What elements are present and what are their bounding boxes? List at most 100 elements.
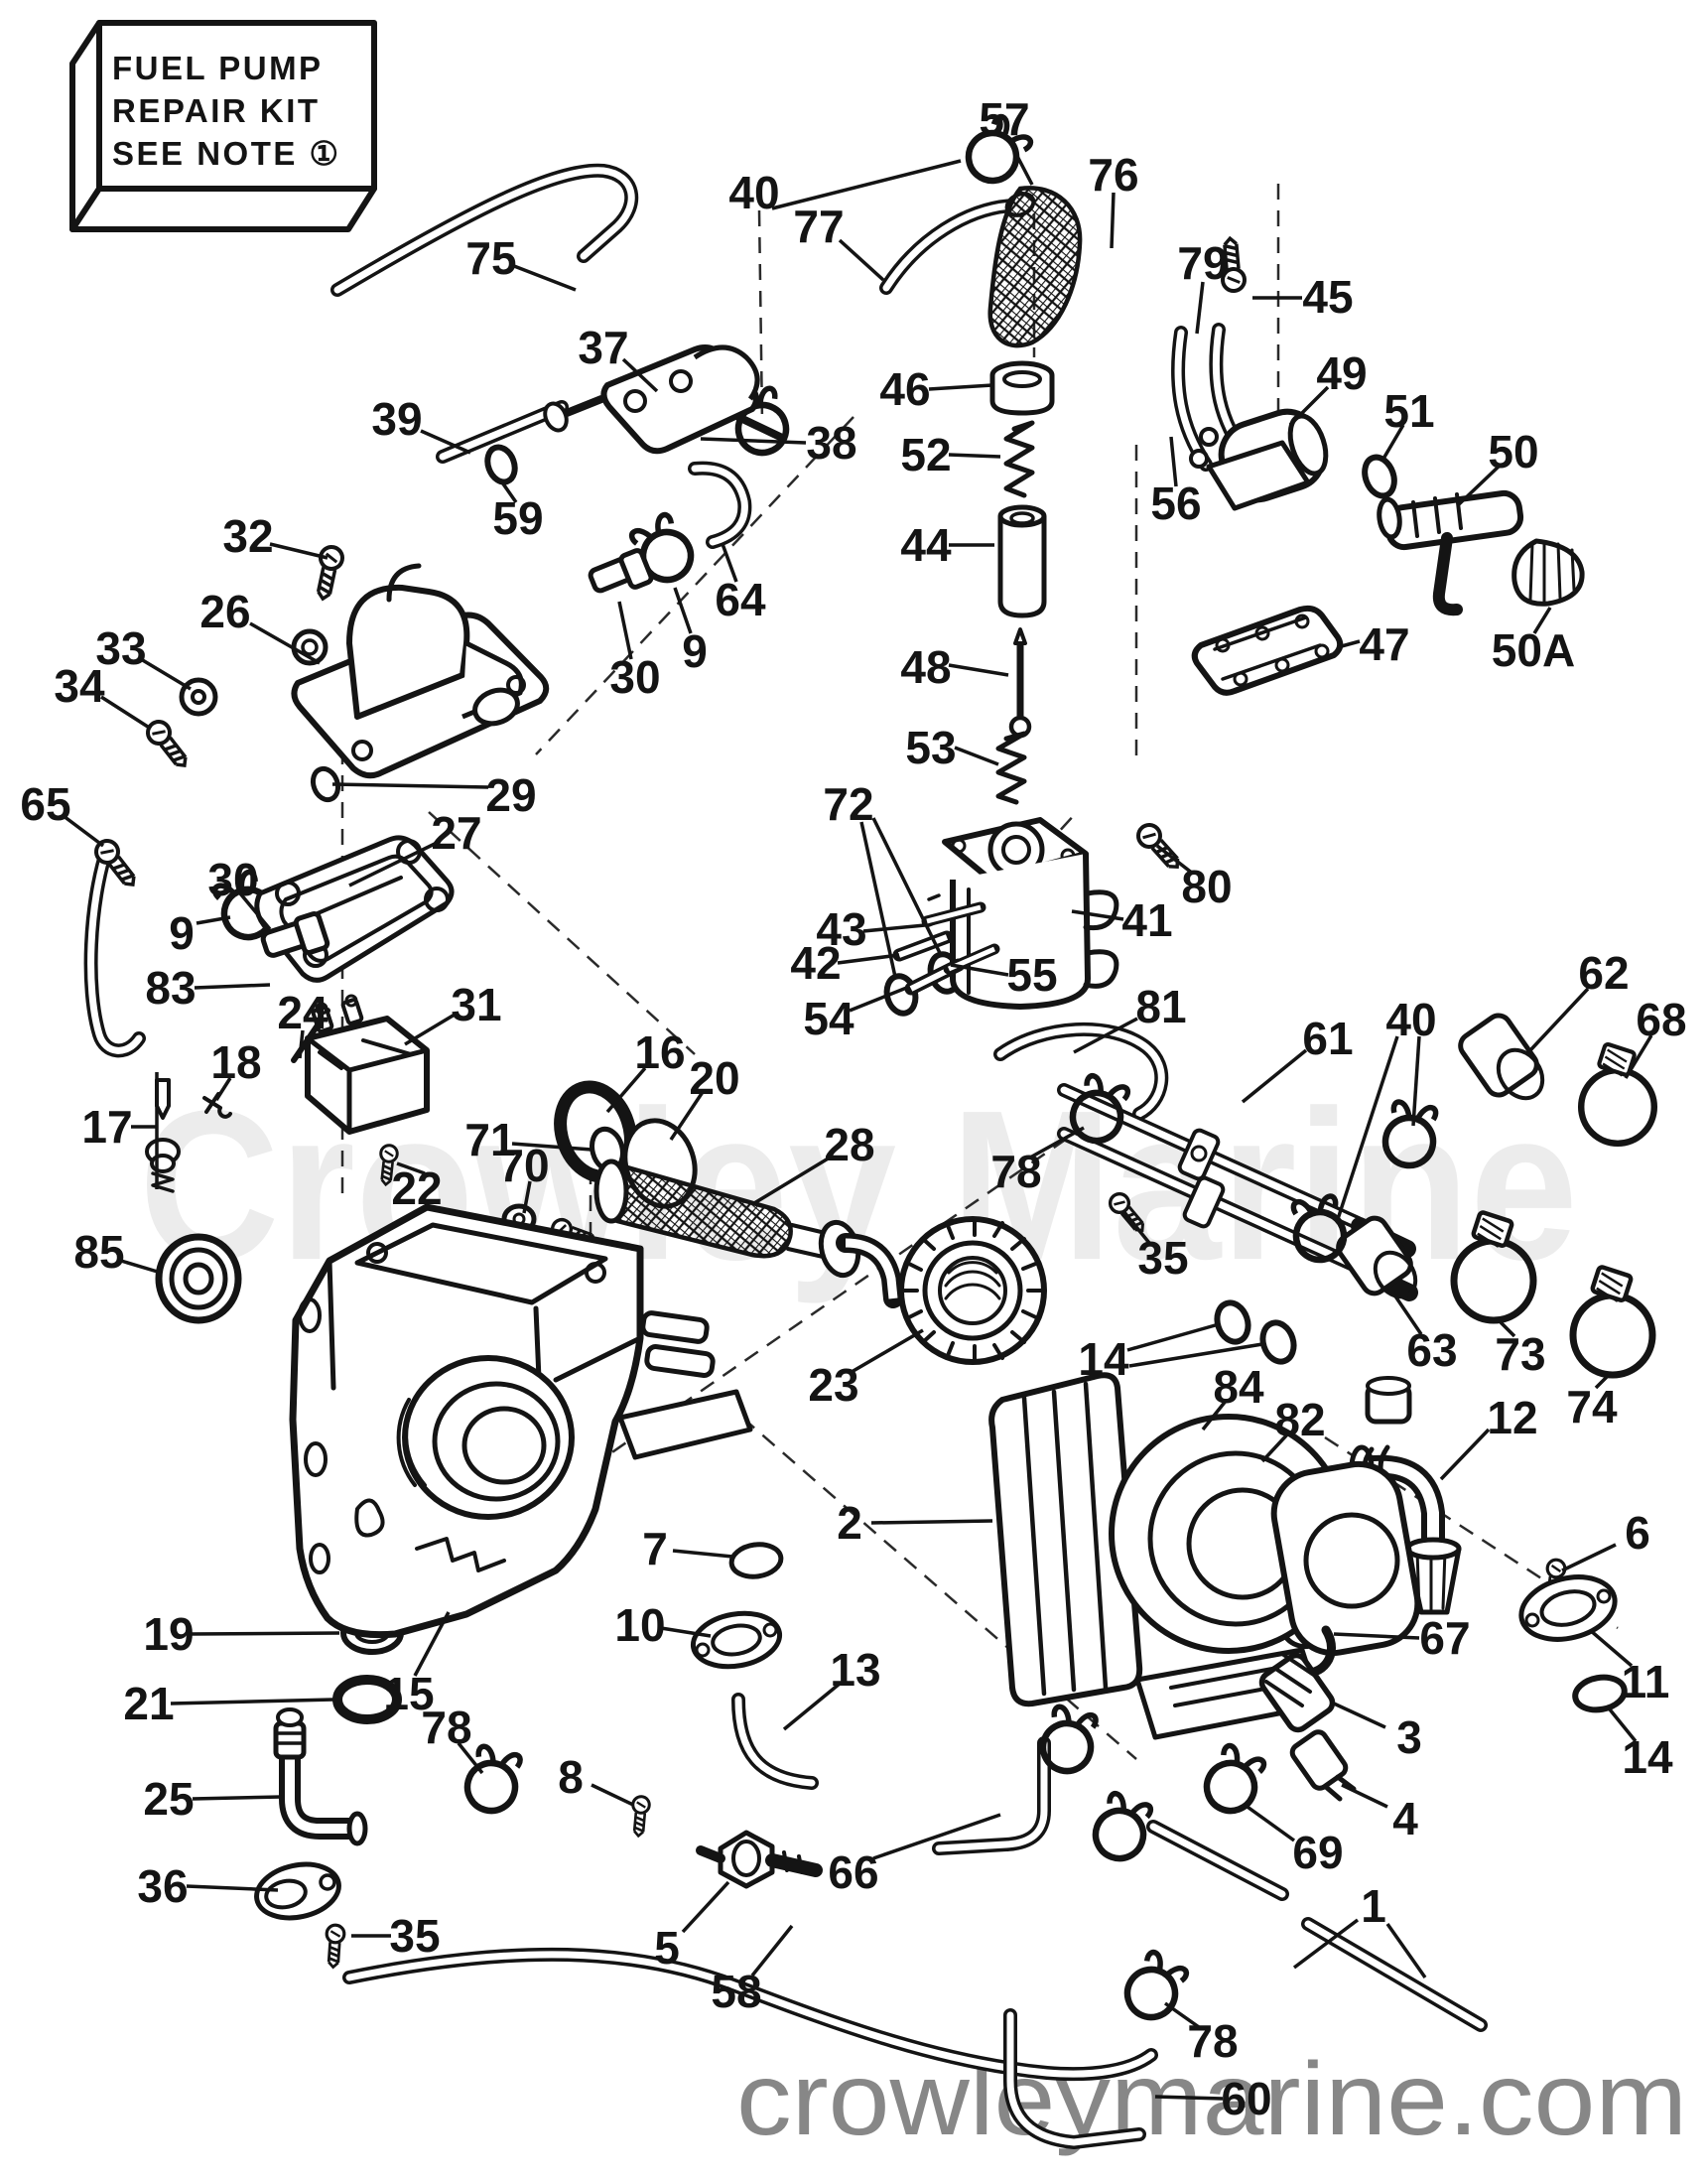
part-label-63-54: 63: [1406, 1324, 1457, 1376]
line-art-ellipse: [690, 1610, 783, 1670]
part-label-25-81: 25: [143, 1773, 194, 1825]
line-art-path: [989, 375, 1055, 416]
line-art-path: [1432, 532, 1463, 616]
line-art-polygon: [718, 1830, 775, 1889]
leader-line-54-0: [849, 985, 910, 1013]
note-line-1: FUEL PUMP: [112, 50, 324, 86]
line-art-path: [926, 904, 982, 924]
line-art-path: [1149, 1823, 1286, 1898]
leader-line-22-0: [396, 1161, 426, 1175]
leader-line-52-0: [948, 453, 1001, 459]
oring-14a1: [1214, 1299, 1251, 1345]
part-label-72-61: 72: [823, 778, 873, 830]
part-label-9-31: 9: [169, 907, 195, 959]
part-label-80-62: 80: [1181, 861, 1232, 912]
elbow-fitting-25: [273, 1707, 368, 1846]
line-art-ellipse: [183, 1262, 214, 1296]
part-label-35-84: 35: [389, 1910, 440, 1962]
sleeve-63: [1336, 1215, 1418, 1299]
part-label-18-37: 18: [210, 1036, 261, 1088]
spring-52: [1003, 420, 1035, 498]
line-art-path: [318, 1038, 413, 1070]
leader-line-12-0: [1439, 1428, 1491, 1481]
oring-21: [332, 1675, 402, 1724]
leader-line-26-0: [249, 621, 321, 665]
leader-line-1-0: [1292, 1918, 1360, 1970]
part-label-42-65: 42: [790, 937, 841, 989]
oring-14a2: [1259, 1319, 1297, 1365]
line-art-rect: [618, 548, 654, 590]
line-art-rect: [273, 1720, 307, 1760]
line-art-ellipse: [731, 1840, 761, 1877]
leader-line-51-0: [1381, 424, 1405, 460]
line-art-path: [354, 1498, 385, 1538]
line-art-ellipse: [593, 1159, 629, 1224]
part-label-11-73: 11: [1622, 1656, 1670, 1707]
part-label-34-28: 34: [54, 660, 105, 712]
part-label-65-29: 65: [20, 778, 70, 830]
canister-49: [1189, 408, 1329, 511]
part-label-68-52: 68: [1636, 994, 1686, 1045]
part-label-50A-14: 50A: [1492, 624, 1575, 676]
leader-line-58-0: [750, 1924, 794, 1977]
line-art-rect: [1270, 1460, 1421, 1657]
line-art-circle: [1233, 671, 1248, 687]
leader-line-13-0: [782, 1682, 842, 1731]
hose-66: [932, 1736, 1051, 1855]
line-art-circle: [315, 1002, 328, 1016]
line-art-rect: [640, 1310, 710, 1344]
part-label-33-27: 33: [95, 622, 146, 674]
leader-line-59-0: [500, 480, 518, 504]
line-art-path: [765, 1853, 823, 1877]
part-label-57-5: 57: [979, 93, 1029, 145]
leader-line-9-0: [196, 915, 231, 925]
part-label-23-46: 23: [808, 1359, 858, 1411]
part-label-60-92: 60: [1221, 2073, 1271, 2124]
leader-line-64-0: [721, 543, 738, 583]
leader-line-85-0: [120, 1259, 162, 1275]
line-art-rect: [1182, 1175, 1226, 1229]
part-label-31-36: 31: [451, 979, 501, 1030]
knob-50A: [1511, 538, 1585, 607]
line-art-circle: [585, 1262, 606, 1284]
line-art-ellipse: [1366, 1376, 1411, 1396]
line-art-polygon: [69, 186, 377, 232]
line-art-path: [944, 1261, 1001, 1300]
leader-line-16-0: [605, 1066, 647, 1114]
line-art-circle: [344, 994, 358, 1008]
line-art-path: [1006, 2011, 1143, 2146]
leader-line-83-0: [194, 983, 271, 990]
part-label-13-72: 13: [830, 1644, 880, 1696]
clamp-78b: [462, 1744, 524, 1816]
line-art-ellipse: [472, 687, 520, 727]
line-art-path: [354, 1222, 608, 1305]
leader-line-47-0: [1337, 639, 1361, 649]
leader-line-78-0: [457, 1741, 484, 1775]
part-label-44-17: 44: [900, 519, 952, 571]
grommet-85: [155, 1233, 242, 1324]
leader-line-67-0: [1333, 1632, 1420, 1640]
pump-bracket-38: [543, 344, 784, 455]
line-art-circle: [1001, 835, 1031, 865]
part-label-74-56: 74: [1566, 1381, 1618, 1432]
leader-line-34-0: [100, 695, 152, 731]
line-art-path: [741, 1417, 1137, 1760]
line-art-path: [1083, 889, 1119, 989]
part-label-17-38: 17: [81, 1101, 132, 1153]
barb-fitting-5: [696, 1830, 823, 1889]
part-label-83-32: 83: [145, 962, 196, 1014]
part-label-58-88: 58: [711, 1966, 761, 2017]
leader-line-5-0: [681, 1880, 730, 1934]
leader-line-72-1: [871, 817, 943, 956]
strainer-28: [593, 1159, 903, 1308]
leader-line-43-0: [862, 923, 926, 933]
leader-line-14-0: [1126, 1322, 1220, 1352]
part-label-21-79: 21: [123, 1678, 174, 1729]
part-label-53-19: 53: [905, 722, 956, 773]
line-art-ellipse: [254, 1861, 341, 1921]
line-art-circle: [1215, 637, 1231, 653]
clamp-66: [1089, 1791, 1154, 1864]
line-art-path: [316, 876, 403, 915]
leader-line-29-0: [331, 782, 489, 789]
